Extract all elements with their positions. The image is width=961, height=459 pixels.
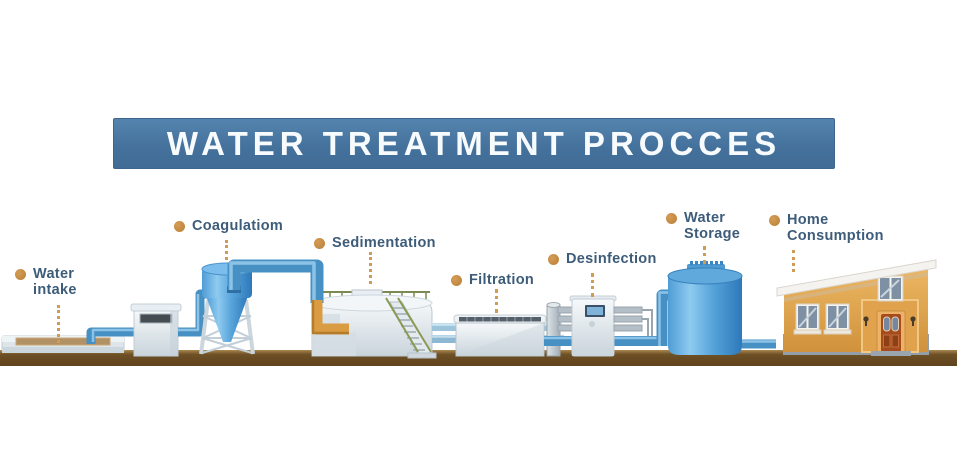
stage-label-water-intake: Water intake bbox=[33, 266, 77, 298]
stage-home-consumption: Home Consumption bbox=[769, 212, 899, 244]
stage-label-water-storage: Water Storage bbox=[684, 210, 741, 242]
stage-bullet-icon bbox=[769, 215, 780, 226]
filtration-unit bbox=[453, 314, 547, 357]
stage-label-disinfection: Desinfection bbox=[566, 251, 657, 267]
stage-bullet-icon bbox=[451, 275, 462, 286]
stage-label-coagulation: Coagulatiom bbox=[192, 218, 284, 234]
disinfection-right-pipes bbox=[613, 306, 653, 336]
connector-water-storage bbox=[703, 246, 706, 264]
stage-label-home-consumption: Home Consumption bbox=[787, 212, 884, 244]
stage-bullet-icon bbox=[314, 238, 325, 249]
water-intake-basin bbox=[1, 335, 125, 353]
connector-disinfection bbox=[591, 273, 594, 297]
house-lamps bbox=[863, 316, 916, 326]
coagulation-to-sedimentation-pipe bbox=[227, 259, 324, 303]
stage-water-intake: Water intake bbox=[15, 266, 97, 298]
intake-pipe bbox=[86, 327, 137, 344]
stage-bullet-icon bbox=[666, 213, 677, 224]
water-storage-tank bbox=[667, 261, 743, 355]
stage-coagulation: Coagulatiom bbox=[174, 218, 283, 234]
stage-sedimentation: Sedimentation bbox=[314, 235, 436, 251]
house-window-middle bbox=[823, 303, 852, 335]
stage-disinfection: Desinfection bbox=[548, 251, 657, 267]
house-window-left bbox=[793, 303, 822, 335]
sedimentation-stairs bbox=[385, 297, 437, 359]
connector-home-consumption bbox=[792, 250, 795, 272]
stage-bullet-icon bbox=[174, 221, 185, 232]
sedimentation-inlet-pipe bbox=[311, 300, 349, 335]
pump-station bbox=[130, 303, 182, 357]
house bbox=[776, 259, 937, 356]
stage-label-filtration: Filtration bbox=[469, 272, 535, 288]
stage-filtration: Filtration bbox=[451, 272, 534, 288]
connector-water-intake bbox=[57, 305, 60, 343]
stage-water-storage: Water Storage bbox=[666, 210, 762, 242]
connector-filtration bbox=[495, 289, 498, 313]
stage-bullet-icon bbox=[15, 269, 26, 280]
disinfection-unit bbox=[569, 295, 617, 357]
connector-sedimentation bbox=[369, 252, 372, 284]
stage-label-sedimentation: Sedimentation bbox=[332, 235, 436, 251]
connector-coagulation bbox=[225, 240, 228, 260]
house-door bbox=[871, 310, 911, 356]
coagulation-tank bbox=[199, 262, 255, 355]
house-window-upper bbox=[877, 275, 904, 302]
title-banner: WATER TREATMENT PROCCES bbox=[113, 118, 835, 169]
page-title: WATER TREATMENT PROCCES bbox=[166, 124, 782, 162]
stage-bullet-icon bbox=[548, 254, 559, 265]
storage-to-house-pipe bbox=[742, 339, 776, 349]
